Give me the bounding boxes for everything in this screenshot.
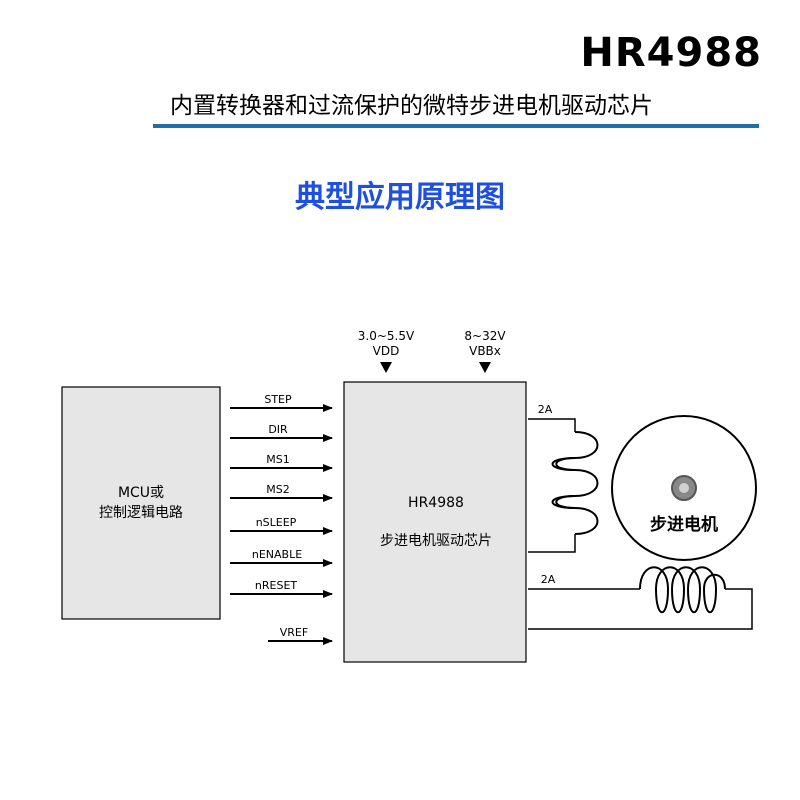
vdd-range-label: 3.0~5.5V	[358, 329, 415, 343]
part-number: HR4988	[580, 30, 762, 76]
driver-chip-block	[343, 381, 527, 663]
chip-description: 步进电机驱动芯片	[380, 533, 492, 549]
motor-label: 步进电机	[650, 514, 718, 535]
nreset-label: nRESET	[255, 579, 297, 592]
mcu-label-line1: MCU或	[118, 485, 164, 501]
coil-a-wire-top	[528, 418, 576, 432]
coil-b-wire-bottom	[528, 588, 753, 630]
signal-lines: STEP DIR MS1 MS2 nSLEEP nENABLE nRESET V…	[230, 393, 333, 645]
section-title: 典型应用原理图	[295, 180, 505, 215]
coil-b: 2A	[528, 566, 753, 630]
product-subtitle: 内置转换器和过流保护的微特步进电机驱动芯片	[170, 93, 653, 119]
stepper-motor: 步进电机	[611, 415, 757, 561]
coil-b-winding	[639, 566, 726, 613]
coil-a-winding	[551, 431, 599, 535]
mcu-block	[61, 386, 221, 620]
ms2-label: MS2	[266, 483, 289, 496]
vbb-range-label: 8~32V	[464, 329, 506, 343]
vbb-name-label: VBBx	[469, 344, 501, 358]
coil-a-current-label: 2A	[538, 403, 553, 416]
coil-a-loop-2	[555, 495, 576, 509]
header-divider	[153, 124, 759, 128]
vbb-supply-arrow	[479, 362, 491, 373]
coil-a-wire-bottom	[528, 534, 576, 553]
vdd-supply-arrow	[380, 362, 392, 373]
coil-a-loop-1	[555, 457, 576, 471]
ms1-label: MS1	[266, 453, 289, 466]
dir-label: DIR	[268, 423, 288, 436]
mcu-label-line2: 控制逻辑电路	[99, 505, 183, 521]
chip-name: HR4988	[408, 495, 464, 511]
vdd-name-label: VDD	[373, 344, 400, 358]
nsleep-label: nSLEEP	[256, 516, 297, 529]
vref-label: VREF	[280, 626, 308, 639]
nenable-label: nENABLE	[252, 548, 302, 561]
coil-b-current-label: 2A	[541, 573, 556, 586]
motor-shaft-center	[679, 483, 689, 493]
coil-a: 2A	[528, 403, 599, 553]
step-label: STEP	[264, 393, 292, 406]
